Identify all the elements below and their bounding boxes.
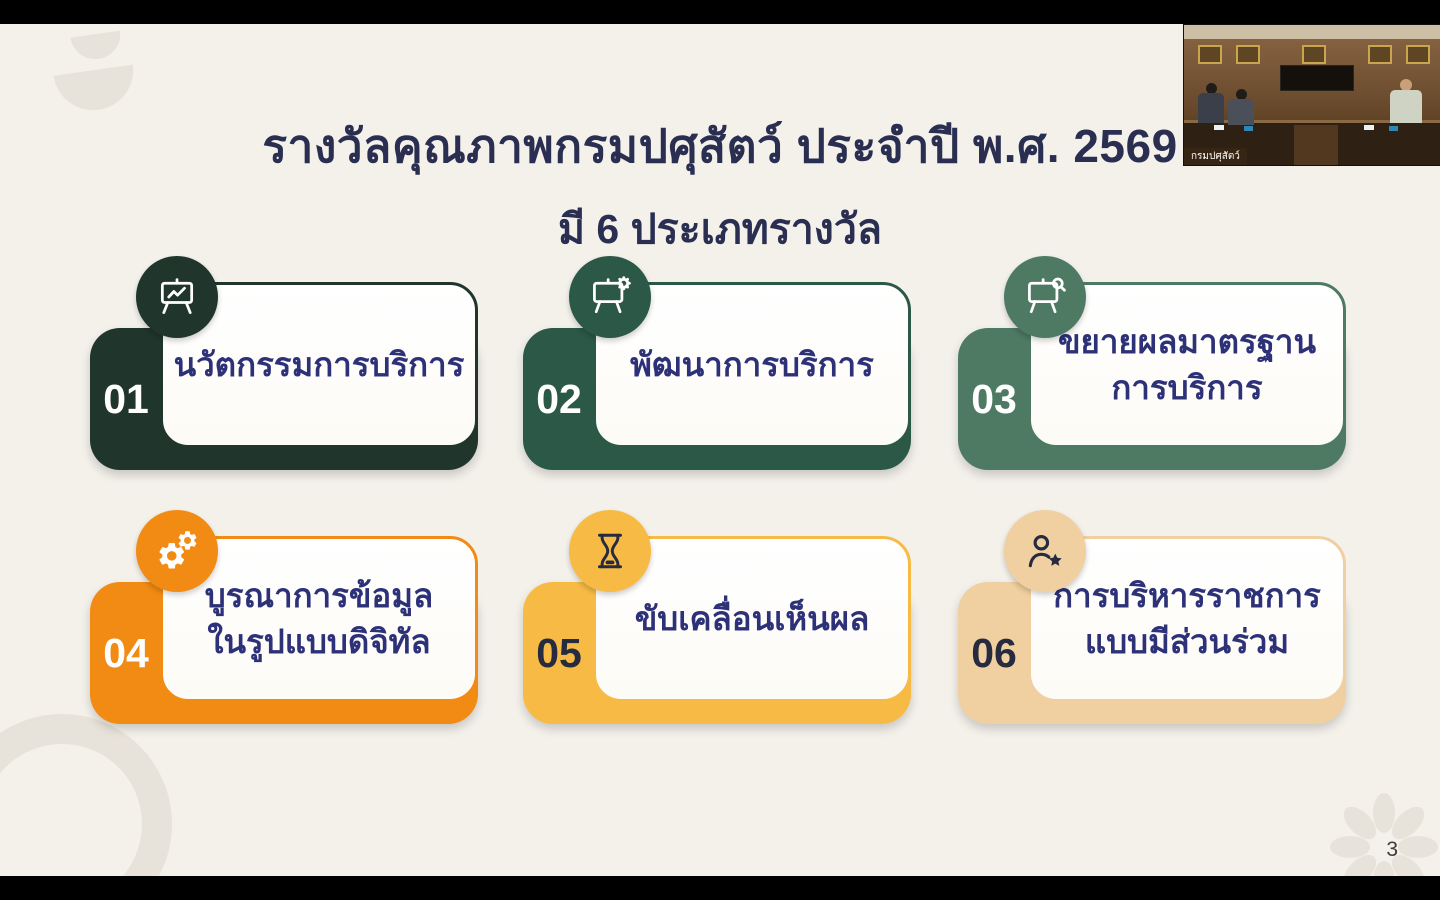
card-icon-badge — [569, 510, 651, 592]
webcam-wall-frame — [1302, 45, 1326, 64]
presentation-search-icon — [1028, 277, 1066, 314]
webcam-preview[interactable]: กรมปศุสัตว์ — [1184, 25, 1440, 165]
award-card-05: 05 ขับเคลื่อนเห็นผล — [523, 510, 915, 732]
decorative-ring-bottom-left — [0, 714, 172, 876]
webcam-person-head — [1400, 79, 1412, 91]
webcam-person-body — [1228, 99, 1254, 125]
webcam-table-item — [1214, 125, 1224, 130]
card-icon-badge — [1004, 510, 1086, 592]
decorative-arc-top-left-2 — [53, 64, 139, 116]
gears-icon — [159, 531, 197, 569]
card-label-line2: การบริการ — [1111, 369, 1263, 406]
webcam-table-item — [1364, 125, 1374, 130]
card-body: ขยายผลมาตรฐาน การบริการ — [1028, 282, 1346, 448]
slide: รางวัลคุณภาพกรมปศุสัตว์ ประจำปี พ.ศ. 256… — [0, 24, 1440, 876]
award-card-03: 03 ขยายผลมาตรฐาน การบริการ — [958, 256, 1350, 478]
decorative-arc-top-left — [70, 30, 124, 63]
card-label-line2: ในรูปแบบดิจิทัล — [207, 623, 431, 660]
person-star-icon — [1028, 534, 1062, 568]
page-number: 3 — [1386, 838, 1398, 861]
card-label-line1: การบริหารราชการ — [1053, 577, 1321, 615]
webcam-name-label: กรมปศุสัตว์ — [1184, 148, 1247, 165]
slide-title-line1: รางวัลคุณภาพกรมปศุสัตว์ ประจำปี พ.ศ. 256… — [262, 120, 1178, 172]
card-label-line2: แบบมีส่วนร่วม — [1084, 623, 1290, 660]
webcam-person-head — [1236, 89, 1247, 100]
webcam-person-body — [1390, 90, 1422, 123]
webcam-person-head — [1206, 83, 1217, 94]
slide-title-line2: มี 6 ประเภทรางวัล — [558, 206, 882, 252]
card-icon-badge — [136, 510, 218, 592]
webcam-floor — [1294, 125, 1338, 165]
card-number: 03 — [971, 375, 1017, 422]
card-label-line1: พัฒนาการบริการ — [630, 346, 874, 384]
card-number: 02 — [536, 375, 582, 422]
webcam-wall-frame — [1198, 45, 1222, 64]
webcam-table-item — [1244, 126, 1253, 131]
presentation-gear-icon — [593, 276, 631, 314]
card-label-line1: ขยายผลมาตรฐาน — [1057, 323, 1317, 361]
webcam-ceiling — [1184, 25, 1440, 39]
letterbox-bar-bottom — [0, 876, 1440, 900]
presentation-chart-icon — [160, 278, 194, 314]
decorative-flower-bottom-right — [1330, 793, 1438, 876]
webcam-person-body — [1198, 93, 1224, 123]
card-number: 05 — [536, 629, 582, 676]
webcam-wall-frame — [1368, 45, 1392, 64]
award-card-01: 01 นวัตกรรมการบริการ — [90, 256, 482, 478]
award-card-04: 04 บูรณาการข้อมูล ในรูปแบบดิจิทัล — [90, 510, 482, 732]
slide-title: รางวัลคุณภาพกรมปศุสัตว์ ประจำปี พ.ศ. 256… — [0, 110, 1440, 262]
card-number: 01 — [103, 375, 149, 422]
card-icon-badge — [569, 256, 651, 338]
hourglass-icon — [598, 533, 622, 569]
award-card-06: 06 การบริหารราชการ แบบมีส่วนร่วม — [958, 510, 1350, 732]
award-card-02: 02 พัฒนาการบริการ — [523, 256, 915, 478]
card-label-line1: บูรณาการข้อมูล — [204, 577, 434, 615]
webcam-table-item — [1389, 126, 1398, 131]
letterbox-bar-top — [0, 0, 1440, 24]
card-label-line1: ขับเคลื่อนเห็นผล — [634, 600, 870, 638]
card-number: 06 — [971, 629, 1017, 676]
card-number: 04 — [103, 629, 149, 676]
card-label-line1: นวัตกรรมการบริการ — [173, 346, 465, 384]
webcam-tv-screens — [1280, 65, 1354, 91]
webcam-wall-frame — [1406, 45, 1430, 64]
card-icon-badge — [1004, 256, 1086, 338]
card-icon-badge — [136, 256, 218, 338]
webcam-wall-frame — [1236, 45, 1260, 64]
